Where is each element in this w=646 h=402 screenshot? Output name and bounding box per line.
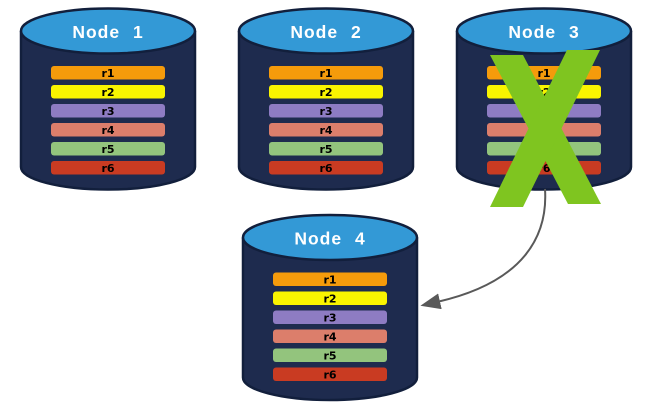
- row-label: r1: [537, 67, 550, 80]
- row-bar: [273, 272, 387, 286]
- row-bar: [51, 161, 165, 175]
- row-label: r3: [319, 105, 332, 118]
- row-label: r2: [319, 86, 332, 99]
- row-bar: [273, 291, 387, 305]
- row-label: r6: [101, 162, 114, 175]
- row-label: r3: [101, 105, 114, 118]
- node-2-cylinder-top: [237, 7, 415, 55]
- row-label: r6: [319, 162, 332, 175]
- row-bar: [51, 142, 165, 156]
- x-arm: [490, 50, 600, 207]
- row-label: r1: [101, 67, 114, 80]
- row-bar: [51, 123, 165, 137]
- row-label: r3: [323, 312, 336, 325]
- row-label: r2: [101, 86, 114, 99]
- node-1-rows: r1 r2 r3 r4 r5 r6: [51, 66, 165, 175]
- row-bar: [269, 104, 383, 118]
- node-4-cylinder-top: [241, 213, 419, 262]
- node-3-label: Node 3: [508, 22, 579, 42]
- row-bar: [51, 66, 165, 80]
- node-4-rows: r1 r2 r3 r4 r5 r6: [273, 272, 387, 382]
- node-2: Node 2 r1 r2 r3 r4 r5 r6: [237, 7, 415, 191]
- row-bar: [273, 348, 387, 362]
- node-2-label: Node 2: [290, 22, 361, 42]
- row-bar: [269, 142, 383, 156]
- row-label: r4: [323, 331, 336, 344]
- row-label: r5: [323, 350, 336, 363]
- row-label: r1: [319, 67, 332, 80]
- row-label: r1: [323, 274, 336, 287]
- node-4: Node 4 r1 r2 r3 r4 r5 r6: [241, 213, 419, 402]
- row-bar: [269, 66, 383, 80]
- row-bar: [51, 104, 165, 118]
- row-bar: [269, 85, 383, 99]
- row-bar: [269, 161, 383, 175]
- row-label: r5: [319, 143, 332, 156]
- row-label: r5: [101, 143, 114, 156]
- node-1-label: Node 1: [72, 22, 143, 42]
- row-bar: [273, 367, 387, 381]
- row-label: r4: [319, 124, 332, 137]
- row-bar: [51, 85, 165, 99]
- failure-x-icon: [490, 50, 601, 207]
- row-label: r6: [323, 369, 336, 382]
- node-3-cylinder-top: [455, 7, 633, 55]
- node-2-rows: r1 r2 r3 r4 r5 r6: [269, 66, 383, 175]
- node-4-label: Node 4: [294, 229, 365, 249]
- node-1: Node 1 r1 r2 r3 r4 r5 r6: [19, 7, 197, 191]
- node-1-cylinder-top: [19, 7, 197, 55]
- row-label: r2: [323, 293, 336, 306]
- row-label: r4: [101, 124, 114, 137]
- row-bar: [273, 329, 387, 343]
- failover-arrow: [420, 188, 547, 310]
- row-bar: [269, 123, 383, 137]
- row-bar: [273, 310, 387, 324]
